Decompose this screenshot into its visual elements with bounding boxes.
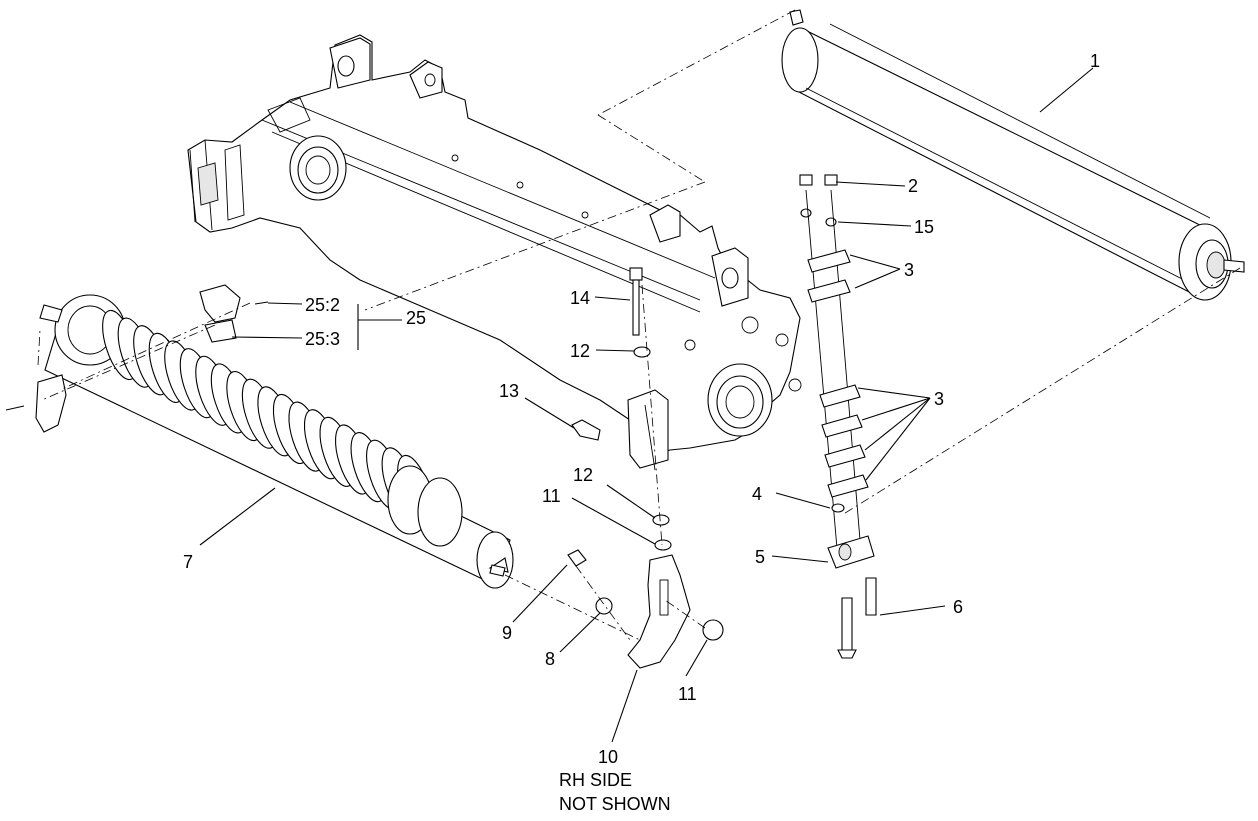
mount-bracket <box>567 549 724 669</box>
callout-25-3: 25:3 <box>305 329 340 349</box>
rh-side-note-line2: NOT SHOWN <box>559 794 671 814</box>
callout-12-upper: 12 <box>570 341 590 361</box>
scraper-stack <box>799 174 877 659</box>
callout-3-lower: 3 <box>934 389 944 409</box>
callout-6: 6 <box>953 597 963 617</box>
callout-13: 13 <box>499 381 519 401</box>
callout-8: 8 <box>545 649 555 669</box>
callout-11-lower: 11 <box>678 684 697 704</box>
roller-end-collar <box>417 477 463 547</box>
assembly-centerlines <box>37 9 1241 641</box>
bolt-stack <box>571 267 672 551</box>
spiral-rings <box>102 309 463 547</box>
callout-1: 1 <box>1090 51 1100 71</box>
callout-3-upper: 3 <box>904 260 914 280</box>
callout-5: 5 <box>755 547 765 567</box>
callout-10: 10 <box>598 747 618 767</box>
callout-14: 14 <box>570 288 590 308</box>
callout-15: 15 <box>914 217 934 237</box>
front-roller <box>781 9 1245 301</box>
callout-4: 4 <box>752 484 762 504</box>
leader-lines <box>199 67 1094 743</box>
callout-7: 7 <box>183 552 193 572</box>
callout-12-lower: 12 <box>573 465 593 485</box>
callout-11-upper: 11 <box>542 486 561 506</box>
callout-2: 2 <box>908 176 918 196</box>
callout-25-2: 25:2 <box>305 295 340 315</box>
callout-25: 25 <box>406 308 426 328</box>
bearing-caps <box>5 284 269 433</box>
callout-labels: 1 2 15 3 3 25:2 25:3 25 14 12 13 12 11 4… <box>183 51 1100 814</box>
callout-9: 9 <box>502 623 512 643</box>
rh-side-note-line1: RH SIDE <box>559 770 632 790</box>
